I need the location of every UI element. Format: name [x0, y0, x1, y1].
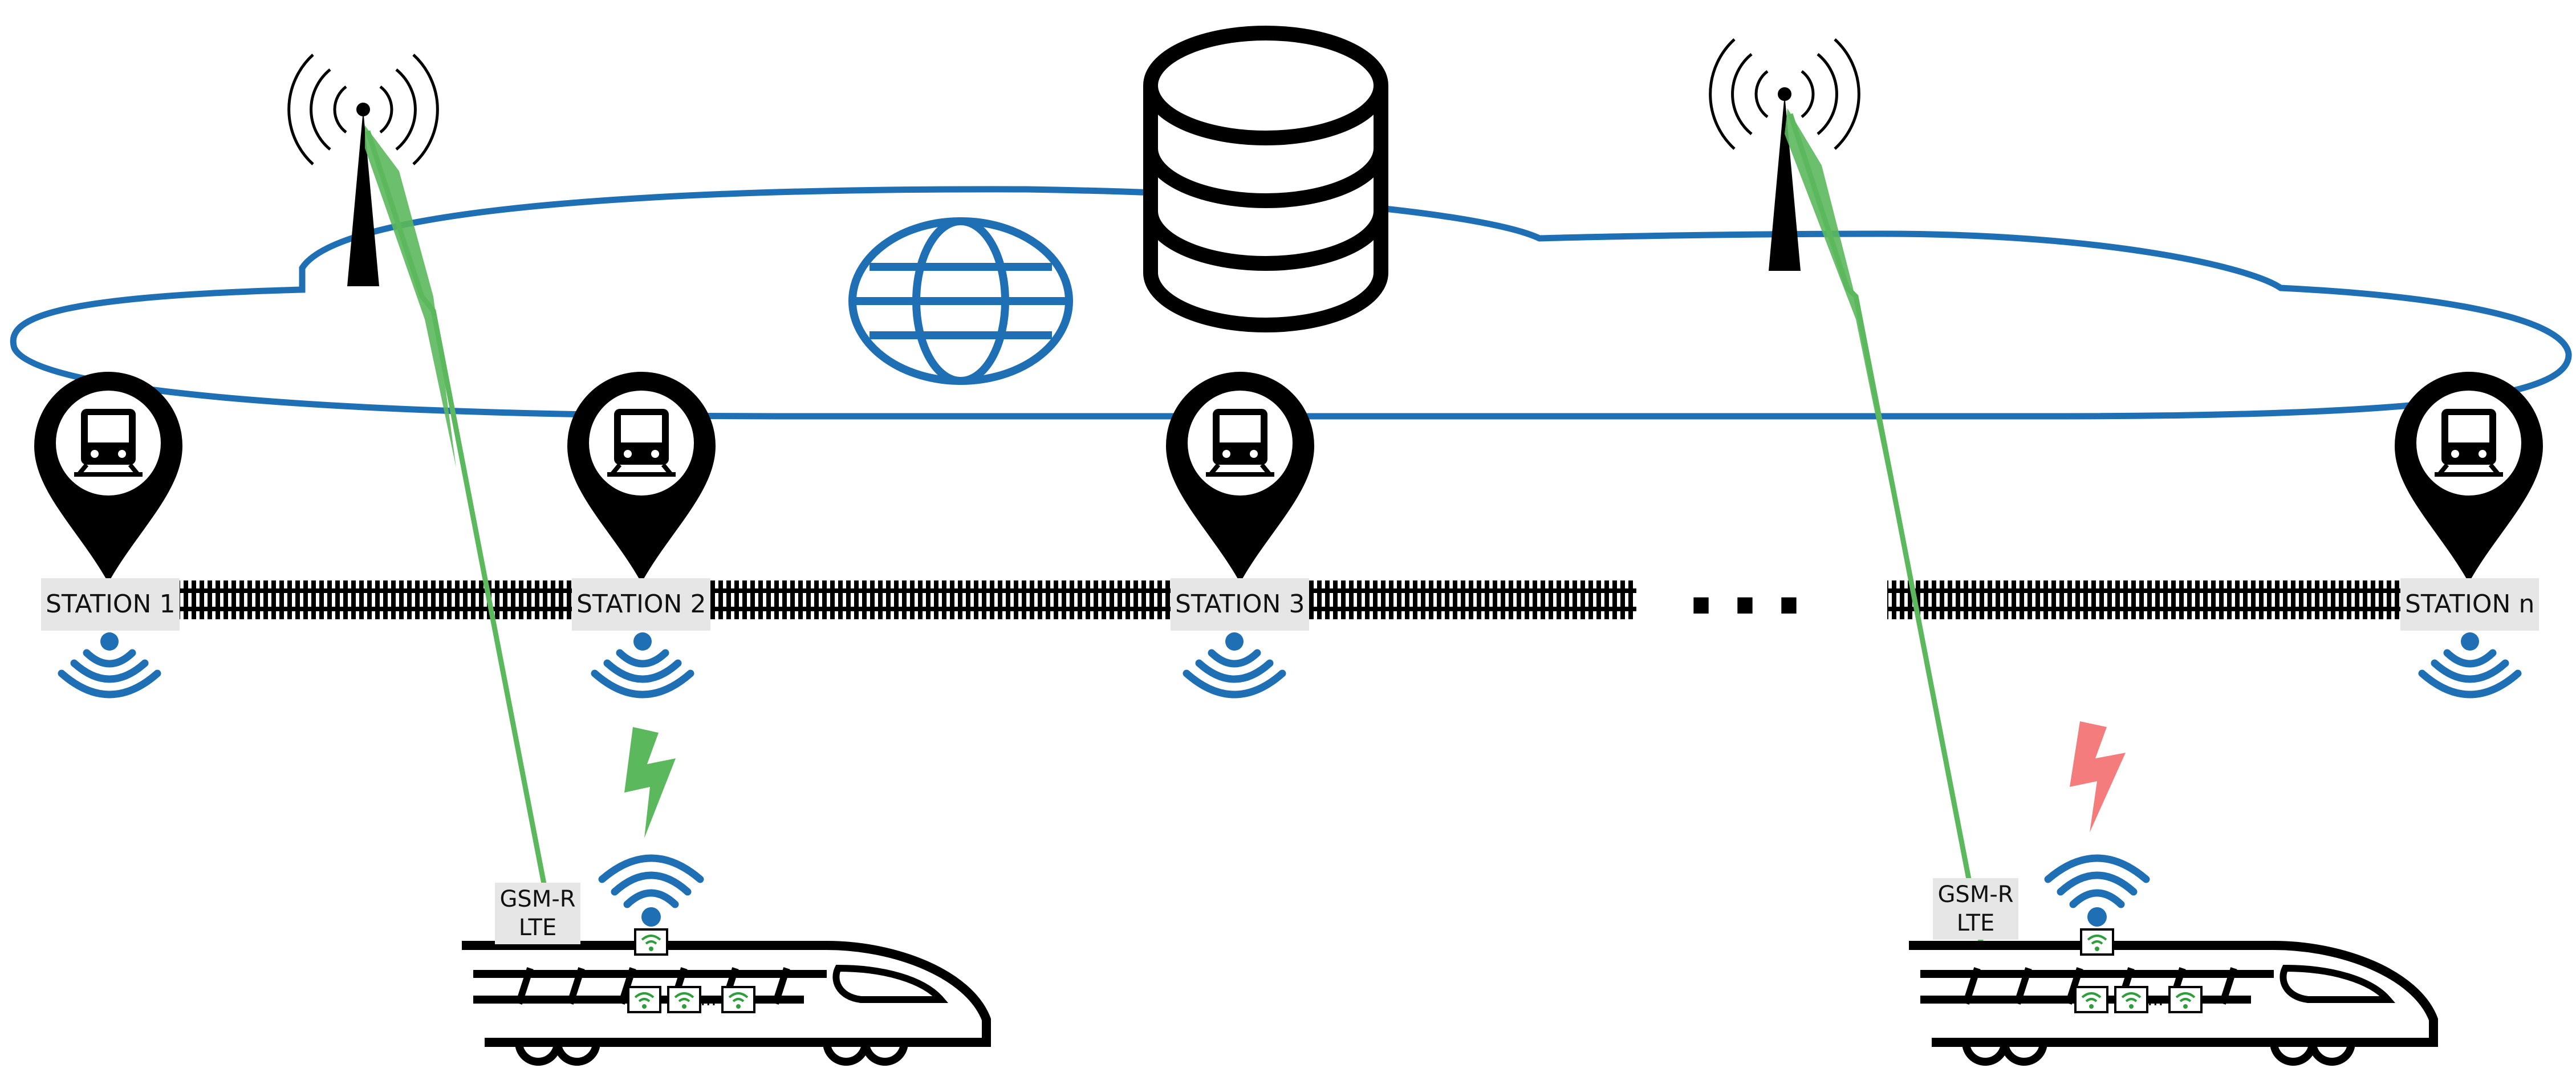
- disconnected-lightning-icon: [2070, 721, 2126, 833]
- radio-link-2: [1785, 108, 1984, 944]
- station-1-label: STATION 1: [41, 578, 180, 631]
- train-2-radio-tech-1: GSM-R: [1937, 882, 2014, 908]
- connected-lightning-icon: [624, 727, 676, 838]
- station-3-label: STATION 3: [1171, 578, 1310, 631]
- train-2-radio-tech-2: LTE: [1956, 910, 1995, 936]
- radio-link-1: [365, 125, 547, 887]
- network-cloud: [10, 186, 2572, 420]
- station-2-label: STATION 2: [572, 578, 711, 631]
- database-icon: [1143, 26, 1388, 332]
- train-1-radio-tech-2: LTE: [518, 915, 557, 941]
- railway-track: [177, 580, 2406, 619]
- train-2-radio-label: GSM-R LTE: [1933, 878, 2018, 940]
- more-stations-ellipsis: ...: [1685, 535, 1817, 634]
- station-n-label: STATION n: [2400, 578, 2540, 631]
- train-1-radio-tech-1: GSM-R: [499, 886, 576, 912]
- globe-icon: [848, 217, 1073, 385]
- train-1-radio-label: GSM-R LTE: [495, 883, 580, 944]
